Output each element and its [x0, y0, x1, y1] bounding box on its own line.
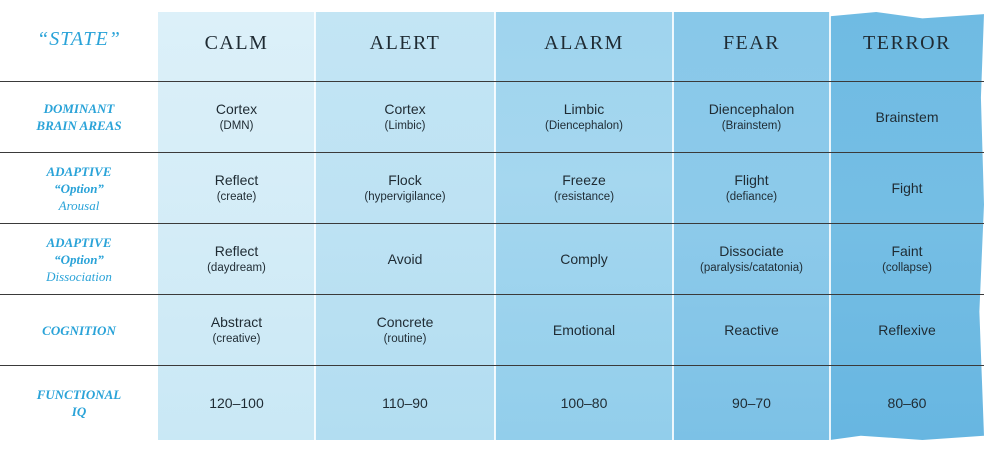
row-label-line: “Option”: [54, 251, 104, 267]
cell-alarm-dissociation: Comply: [495, 224, 673, 294]
cell-terror-arousal: Fight: [830, 153, 984, 223]
cell-main: Fight: [891, 180, 923, 196]
column-divider: [314, 12, 316, 440]
cell-fear-dissociation: Dissociate (paralysis/catatonia): [673, 224, 830, 294]
cell-main: Freeze: [562, 172, 606, 188]
column-header-fear: FEAR: [722, 32, 781, 54]
row-divider: [0, 81, 984, 82]
cell-main: Brainstem: [875, 109, 939, 125]
cell-sub: (create): [216, 191, 257, 203]
column-header-calm: CALM: [204, 32, 269, 54]
cell-alert-dissociation: Avoid: [315, 224, 495, 294]
row-divider: [0, 365, 984, 366]
cell-alarm-iq: 100–80: [495, 366, 673, 440]
cell-main: Flock: [388, 172, 422, 188]
column-divider: [672, 12, 674, 440]
row-label-line: ADAPTIVE: [46, 234, 112, 250]
cell-terror-dissociation: Faint (collapse): [830, 224, 984, 294]
cell-main: Concrete: [376, 314, 434, 330]
wash-calm: [158, 12, 315, 440]
row-label-line: “Option”: [54, 180, 104, 196]
cell-main: Faint: [891, 243, 923, 259]
cell-terror-brain: Brainstem: [830, 82, 984, 152]
row-label-functional-iq: FUNCTIONAL IQ: [0, 366, 158, 440]
cell-alert-iq: 110–90: [315, 366, 495, 440]
row-label-dominant-brain-areas: DOMINANT BRAIN AREAS: [0, 82, 158, 152]
cell-main: Flight: [734, 172, 769, 188]
cell-terror-cognition: Reflexive: [830, 295, 984, 365]
cell-main: 120–100: [209, 395, 264, 411]
cell-main: Cortex: [215, 101, 258, 117]
cell-main: Reflexive: [878, 322, 936, 338]
row-divider: [0, 294, 984, 295]
cell-main: 90–70: [732, 395, 771, 411]
row-divider: [0, 223, 984, 224]
cell-main: Comply: [560, 251, 608, 267]
row-label-adaptive-arousal: ADAPTIVE “Option” Arousal: [0, 153, 158, 223]
wash-fear: [673, 12, 830, 440]
wash-terror: [830, 12, 984, 440]
state-label: “STATE”: [37, 28, 121, 50]
cell-main: Abstract: [210, 314, 263, 330]
cell-sub: (Brainstem): [721, 120, 782, 132]
row-label-line: COGNITION: [42, 322, 116, 338]
row-label-line: FUNCTIONAL: [36, 387, 122, 402]
cell-main: 110–90: [382, 395, 428, 411]
column-divider: [494, 12, 496, 440]
cell-alarm-brain: Limbic (Diencephalon): [495, 82, 673, 152]
wash-alert: [315, 12, 495, 440]
row-label-line: Arousal: [58, 197, 100, 213]
cell-main: Limbic: [563, 101, 605, 117]
cell-calm-dissociation: Reflect (daydream): [158, 224, 315, 294]
cell-fear-cognition: Reactive: [673, 295, 830, 365]
wash-alarm: [495, 12, 673, 440]
cell-sub: (DMN): [219, 120, 254, 132]
row-divider: [0, 152, 984, 153]
row-label-line: BRAIN AREAS: [36, 118, 122, 133]
cell-alarm-cognition: Emotional: [495, 295, 673, 365]
cell-alert-brain: Cortex (Limbic): [315, 82, 495, 152]
cell-calm-iq: 120–100: [158, 366, 315, 440]
row-label-line: Dissociation: [46, 268, 112, 284]
cell-alert-arousal: Flock (hypervigilance): [315, 153, 495, 223]
row-label-line: ADAPTIVE: [46, 163, 112, 179]
column-header-alarm: ALARM: [544, 32, 624, 54]
cell-alarm-arousal: Freeze (resistance): [495, 153, 673, 223]
cell-sub: (creative): [212, 333, 261, 345]
column-header-terror: TERROR: [863, 32, 951, 54]
cell-sub: (hypervigilance): [364, 191, 446, 203]
cell-calm-arousal: Reflect (create): [158, 153, 315, 223]
cell-calm-brain: Cortex (DMN): [158, 82, 315, 152]
row-label-line: DOMINANT: [43, 101, 115, 116]
cell-calm-cognition: Abstract (creative): [158, 295, 315, 365]
cell-fear-iq: 90–70: [673, 366, 830, 440]
cell-main: Avoid: [387, 251, 423, 267]
row-label-cognition: COGNITION: [0, 295, 158, 365]
row-label-adaptive-dissociation: ADAPTIVE “Option” Dissociation: [0, 224, 158, 294]
cell-sub: (Diencephalon): [545, 120, 623, 132]
cell-sub: (collapse): [882, 262, 932, 274]
cell-main: 80–60: [887, 395, 927, 411]
cell-sub: (routine): [383, 333, 427, 345]
row-label-line: IQ: [71, 404, 87, 419]
cell-sub: (paralysis/catatonia): [700, 262, 803, 274]
cell-main: Reflect: [214, 172, 259, 188]
cell-main: Reactive: [724, 322, 779, 338]
cell-fear-arousal: Flight (defiance): [673, 153, 830, 223]
column-divider: [829, 12, 831, 440]
cell-sub: (Limbic): [384, 120, 426, 132]
cell-main: 100–80: [560, 395, 608, 411]
cell-sub: (defiance): [725, 191, 778, 203]
cell-main: Cortex: [384, 101, 426, 117]
cell-fear-brain: Diencephalon (Brainstem): [673, 82, 830, 152]
cell-main: Emotional: [552, 322, 616, 338]
column-header-alert: ALERT: [369, 32, 441, 54]
cell-terror-iq: 80–60: [830, 366, 984, 440]
cell-alert-cognition: Concrete (routine): [315, 295, 495, 365]
cell-main: Diencephalon: [708, 101, 795, 117]
cell-sub: (resistance): [553, 191, 615, 203]
cell-main: Dissociate: [719, 243, 784, 259]
cell-sub: (daydream): [207, 262, 266, 274]
cell-main: Reflect: [214, 243, 259, 259]
